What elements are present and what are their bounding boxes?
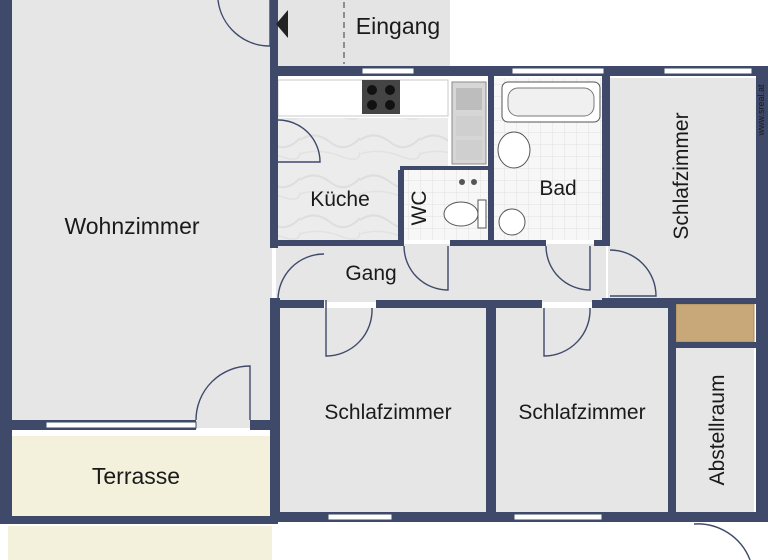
label-abstellraum: Abstellraum	[706, 375, 729, 486]
kitchen-fixtures	[362, 80, 487, 185]
label-wohnzimmer: Wohnzimmer	[64, 213, 199, 239]
label-bad: Bad	[539, 177, 576, 200]
label-schlafzimmer-right: Schlafzimmer	[670, 112, 693, 239]
shower-drain-icon	[498, 208, 526, 236]
schlafzimmer-left-floor	[280, 308, 486, 514]
label-schlafzimmer-left: Schlafzimmer	[324, 401, 451, 424]
watermark-text: www.sreal.at	[756, 84, 766, 137]
schlafzimmer-right-floor	[608, 78, 756, 300]
label-schlafzimmer-middle: Schlafzimmer	[518, 401, 645, 424]
stove-icon	[362, 80, 400, 114]
label-eingang: Eingang	[356, 13, 440, 39]
bath-fixtures	[443, 81, 601, 236]
windows	[45, 67, 753, 521]
schlafzimmer-middle-floor	[496, 308, 668, 514]
toilet-icon	[443, 201, 479, 227]
door-swings	[195, 0, 751, 560]
wardrobe	[675, 303, 755, 343]
entrance-arrow-icon	[276, 10, 288, 38]
gang-floor	[276, 244, 606, 302]
label-kueche: Küche	[310, 188, 370, 211]
washbasin-icon	[497, 131, 531, 169]
wohnzimmer-floor	[12, 0, 272, 428]
label-terrasse: Terrasse	[92, 463, 180, 489]
label-wc: WC	[408, 191, 431, 226]
label-gang: Gang	[345, 262, 396, 285]
terrasse-floor	[12, 436, 270, 516]
abstellraum-floor	[676, 346, 754, 512]
lower-terrace-floor	[8, 526, 272, 560]
entrance-area	[276, 0, 450, 66]
